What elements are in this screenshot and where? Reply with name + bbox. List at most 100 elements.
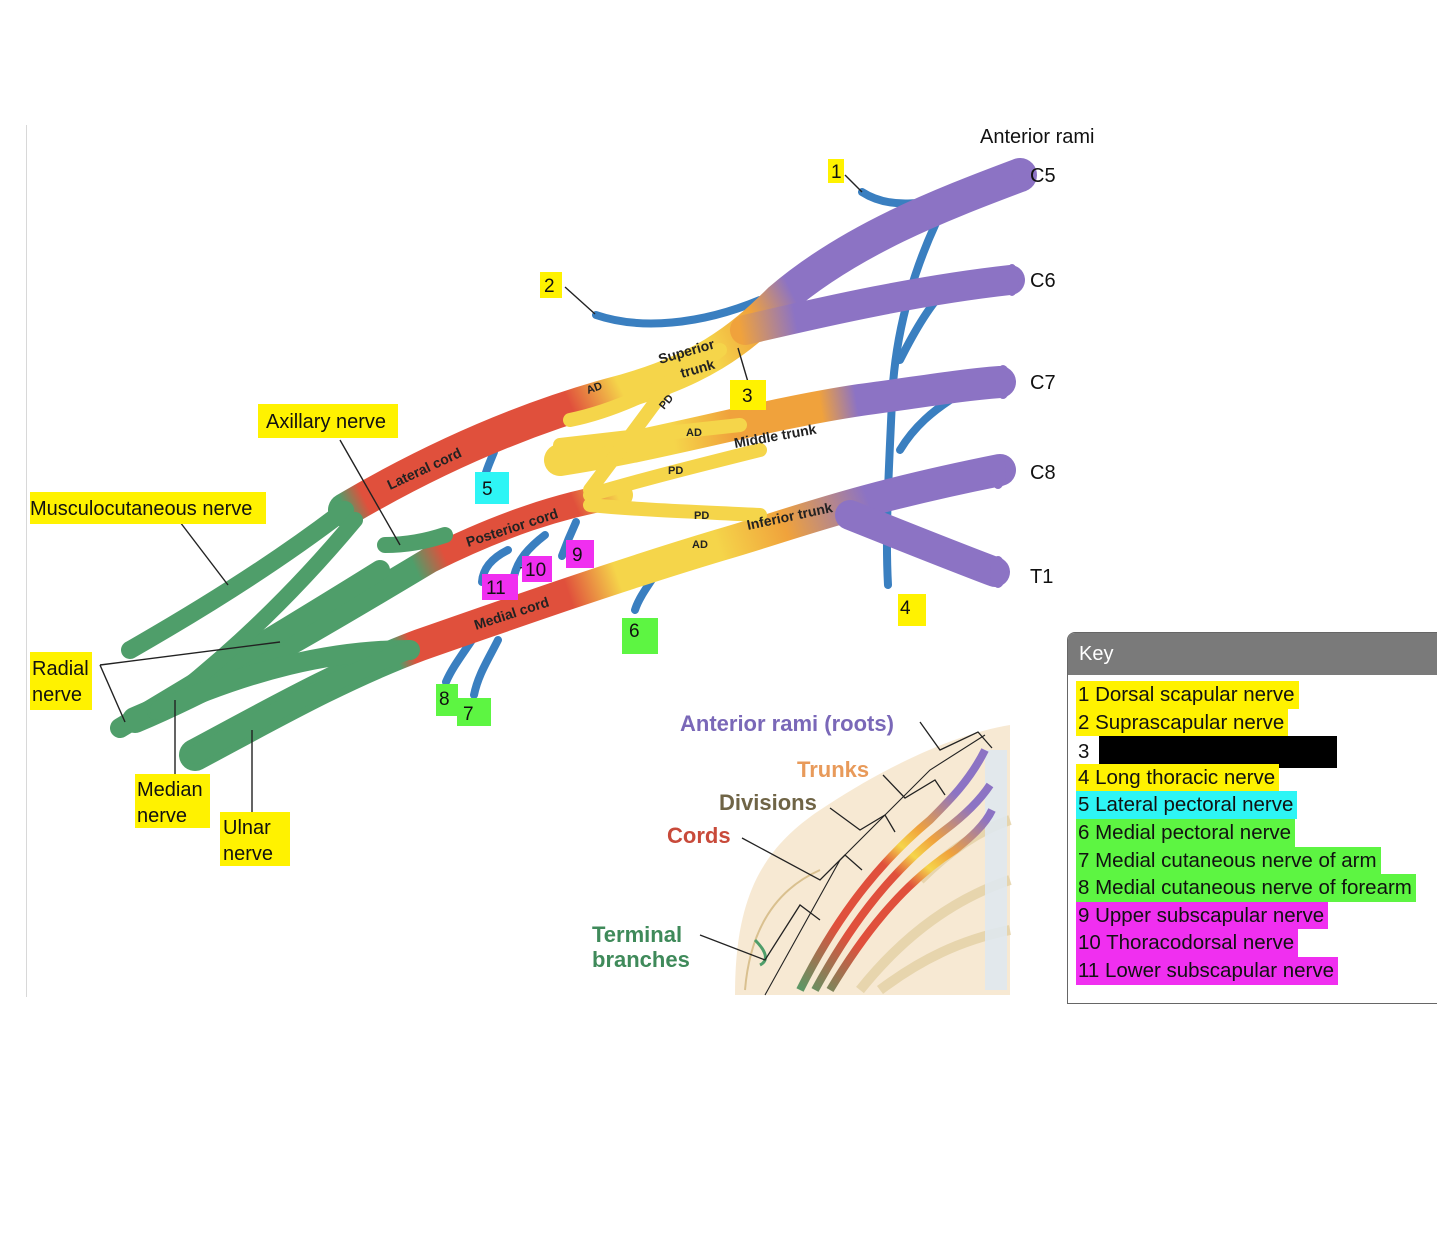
num1-leader	[844, 174, 863, 193]
c6-root	[730, 265, 1025, 345]
ulnar-nerve-label-1: Ulnar	[223, 817, 271, 839]
number-2: 2	[544, 276, 555, 297]
number-6: 6	[629, 621, 640, 642]
left-frame-line	[26, 125, 27, 997]
inset-trunks-label: Trunks	[797, 757, 869, 782]
posterior-division-inferior	[583, 498, 767, 522]
radial-leader-2	[99, 664, 126, 723]
key-title: Key	[1068, 633, 1437, 675]
number-4: 4	[900, 598, 911, 619]
upper-subscapular-branch	[558, 518, 580, 560]
c7-end	[995, 365, 1011, 399]
t1-root	[835, 500, 1010, 587]
anterior-rami-label: Anterior rami	[980, 126, 1094, 148]
inset-cords-label: Cords	[667, 823, 731, 848]
inset-trunks-bracket	[882, 774, 946, 799]
division-ad-inferior: AD	[692, 539, 708, 551]
key-panel: Key 1 Dorsal scapular nerve 2 Suprascapu…	[1067, 632, 1437, 1004]
inset-divisions-bracket	[829, 807, 896, 833]
key-item-6: 6 Medial pectoral nerve	[1076, 818, 1437, 847]
key-item-1: 1 Dorsal scapular nerve	[1076, 681, 1437, 709]
label-highlights	[30, 159, 926, 866]
ulnar-nerve-tube	[186, 641, 419, 764]
anterior-division-middle	[553, 418, 747, 452]
anterior-division-superior	[563, 343, 727, 427]
inset-terminal-label-1: Terminal	[592, 922, 682, 947]
number-8: 8	[439, 689, 450, 710]
median-nerve-tube	[150, 640, 420, 720]
root-c6-label: C6	[1030, 270, 1056, 292]
root-c5-label: C5	[1030, 165, 1056, 187]
division-ad-middle: AD	[686, 427, 702, 439]
number-9: 9	[572, 545, 583, 566]
suprascapular-branch	[592, 296, 764, 328]
t1-end	[990, 556, 1006, 588]
c5-end	[1011, 158, 1029, 192]
hl-7	[457, 698, 491, 726]
key-item-8: 8 Medial cutaneous nerve of forearm	[1076, 874, 1437, 902]
musculocutaneous-nerve-tube	[121, 501, 354, 659]
key-item-9: 9 Upper subscapular nerve	[1076, 901, 1437, 930]
radial-nerve-label-2: nerve	[32, 684, 82, 706]
root-c8-label: C8	[1030, 462, 1056, 484]
hl-ulnar	[220, 812, 290, 866]
key-item-7: 7 Medial cutaneous nerve of arm	[1076, 846, 1437, 875]
inset-nerve-1	[796, 748, 989, 992]
key-item-4: 4 Long thoracic nerve	[1076, 763, 1437, 792]
inset-terminal-twig	[753, 938, 767, 967]
inset-divisions-label: Divisions	[719, 790, 817, 815]
plexus-tubes	[110, 158, 1037, 771]
ulnar-nerve-label-2: nerve	[223, 843, 273, 865]
num3-leader	[737, 347, 749, 383]
hl-axillary	[258, 404, 398, 438]
c6-end	[1005, 264, 1019, 296]
median-nerve-label-1: Median	[137, 779, 203, 801]
number-7: 7	[463, 704, 474, 725]
inset-nerve-2	[811, 782, 994, 992]
hl-musculocutaneous	[30, 492, 266, 524]
radial-nerve-label-1: Radial	[32, 658, 89, 680]
inset-humerus	[744, 869, 821, 991]
hl-11	[482, 574, 518, 600]
inset-frame-line	[764, 734, 986, 996]
hl-2	[540, 272, 562, 298]
inset-nerve-3	[826, 808, 996, 993]
division-pd-middle: PD	[668, 465, 683, 477]
redacted-box	[1099, 736, 1338, 769]
median-nerve-label-2: nerve	[137, 805, 187, 827]
hl-8	[436, 684, 458, 716]
hl-6	[622, 618, 658, 654]
hl-10	[522, 556, 552, 582]
division-ad-superior: AD	[585, 380, 604, 397]
root-c7-label: C7	[1030, 372, 1056, 394]
hl-3	[730, 380, 766, 410]
thoracodorsal-branch	[510, 531, 549, 580]
number-1: 1	[831, 162, 842, 183]
key-item-3: 3	[1076, 736, 1437, 769]
key-item-2: 2 Suprascapular nerve	[1076, 708, 1437, 737]
musculocutaneous-nerve-label: Musculocutaneous nerve	[30, 498, 252, 520]
number-10: 10	[525, 560, 546, 581]
hl-1	[828, 159, 844, 183]
hl-9	[566, 540, 594, 568]
axillary-leader	[339, 439, 401, 546]
posterior-division-middle	[583, 443, 767, 502]
musculocutaneous-leader	[179, 521, 229, 586]
key-item-10: 10 Thoracodorsal nerve	[1076, 929, 1437, 957]
axillary-nerve-label: Axillary nerve	[266, 411, 386, 433]
inset-roots-label: Anterior rami (roots)	[680, 711, 894, 736]
inset-cords-bracket	[741, 837, 863, 881]
inset-illustration: Anterior rami (roots) Trunks Divisions C…	[592, 711, 1012, 996]
hl-4	[898, 594, 926, 626]
number-11: 11	[486, 578, 506, 599]
c8-end	[990, 455, 1006, 489]
number-3: 3	[742, 386, 753, 407]
radial-leader-1	[99, 641, 281, 666]
key-list: 1 Dorsal scapular nerve 2 Suprascapular …	[1068, 675, 1437, 985]
middle-trunk	[544, 366, 1016, 476]
medial-cutaneous-arm-branch	[470, 636, 502, 699]
key-item-5: 5 Lateral pectoral nerve	[1076, 791, 1437, 819]
posterior-division-superior	[583, 348, 697, 497]
axillary-nerve-tube	[377, 527, 453, 553]
